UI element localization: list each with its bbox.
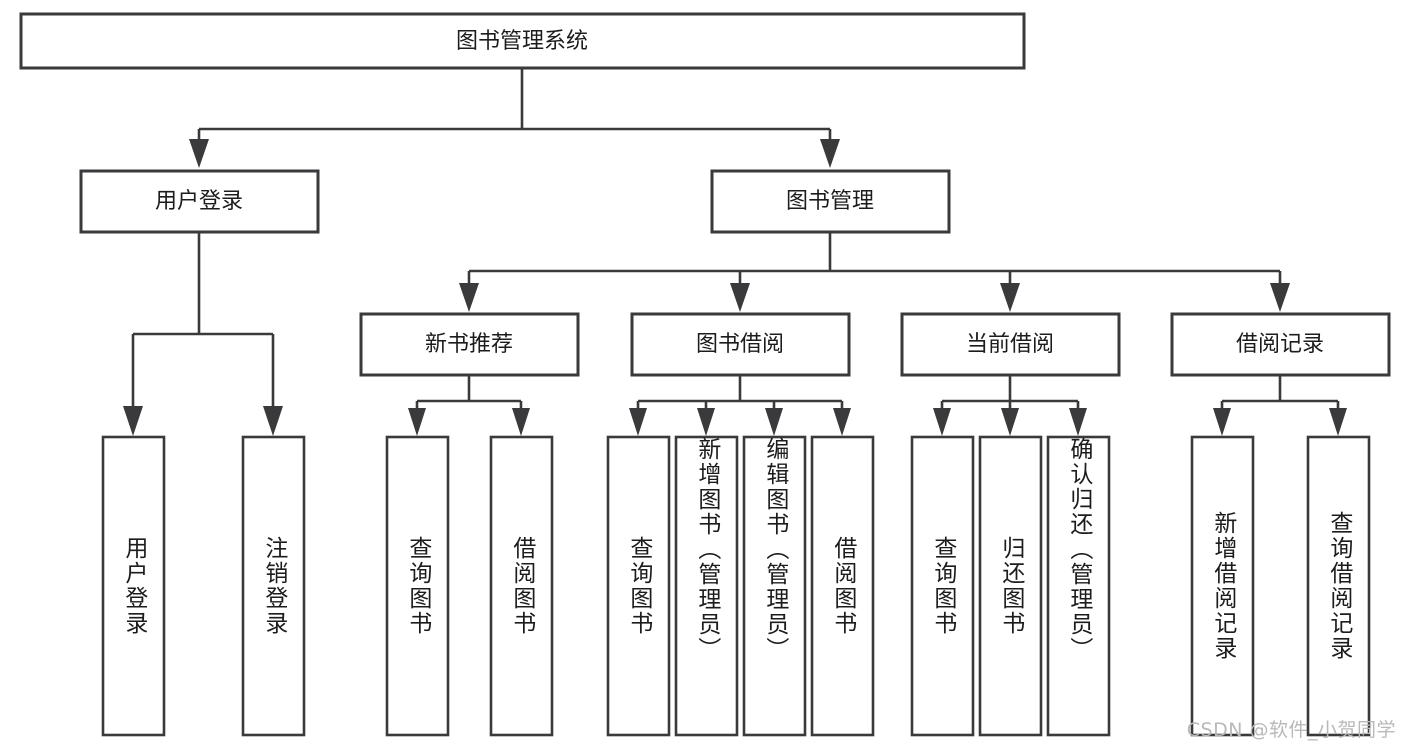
- arrow-to-leaf-nbr-0: [408, 408, 426, 436]
- leaf-box-user-login-1[interactable]: [241, 435, 306, 737]
- arrow-to-leaf-br-1: [1329, 408, 1347, 436]
- leaf-box-cb-0[interactable]: [910, 435, 975, 737]
- arrow-to-leaf-bb-0: [629, 408, 647, 436]
- arrow-to-leaf-nbr-1: [512, 408, 530, 436]
- arrow-to-leaf-cb-2: [1069, 408, 1087, 436]
- user-login-label: 用户登录: [155, 189, 243, 214]
- leaf-box-bb-1[interactable]: [674, 435, 739, 737]
- csdn-watermark: CSDN @软件_小贺同学: [1186, 719, 1396, 741]
- arrow-to-leaf-br-0: [1213, 408, 1231, 436]
- arrow-to-borrow-record: [1270, 283, 1290, 312]
- arrow-to-leaf-user-login-0: [123, 406, 143, 436]
- arrow-to-leaf-cb-1: [1001, 408, 1019, 436]
- node-new-book-recommend[interactable]: 新书推荐: [359, 312, 580, 377]
- borrow-record-box[interactable]: [1170, 312, 1391, 377]
- leaf-box-br-0[interactable]: [1190, 435, 1255, 737]
- arrow-to-user-login: [189, 139, 209, 168]
- leaf-box-nbr-0[interactable]: [385, 435, 450, 737]
- book-manage-label: 图书管理: [786, 189, 874, 214]
- arrow-to-leaf-bb-1: [697, 408, 715, 436]
- arrow-to-leaf-bb-3: [833, 408, 851, 436]
- leaf-box-nbr-1[interactable]: [489, 435, 554, 737]
- book-borrow-label: 图书借阅: [696, 332, 784, 357]
- book-manage-box[interactable]: [710, 169, 951, 234]
- current-borrow-box[interactable]: [900, 312, 1121, 377]
- node-root[interactable]: 图书管理系统: [19, 12, 1026, 70]
- node-book-borrow[interactable]: 图书借阅: [630, 312, 851, 377]
- borrow-record-label: 借阅记录: [1236, 332, 1324, 357]
- leaf-box-br-1[interactable]: [1306, 435, 1371, 737]
- node-borrow-record[interactable]: 借阅记录: [1170, 312, 1391, 377]
- book-borrow-box[interactable]: [630, 312, 851, 377]
- arrow-to-leaf-user-login-1: [263, 406, 283, 436]
- arrow-to-book-manage: [820, 139, 840, 168]
- arrow-to-current-borrow: [1000, 283, 1020, 312]
- arrow-to-leaf-cb-0: [933, 408, 951, 436]
- arrow-to-leaf-bb-2: [765, 408, 783, 436]
- leaf-box-cb-2[interactable]: [1046, 435, 1111, 737]
- leaf-box-bb-0[interactable]: [606, 435, 671, 737]
- arrow-to-book-borrow: [730, 283, 750, 312]
- current-borrow-label: 当前借阅: [966, 332, 1054, 357]
- arrow-to-new-book-recommend: [459, 283, 479, 312]
- root-label: 图书管理系统: [456, 29, 588, 54]
- root-box[interactable]: [19, 12, 1026, 70]
- node-current-borrow[interactable]: 当前借阅: [900, 312, 1121, 377]
- leaf-box-bb-3[interactable]: [810, 435, 875, 737]
- new-book-recommend-label: 新书推荐: [425, 332, 513, 357]
- new-book-recommend-box[interactable]: [359, 312, 580, 377]
- leaf-box-user-login-0[interactable]: [101, 435, 166, 737]
- leaf-box-bb-2[interactable]: [742, 435, 807, 737]
- node-user-login[interactable]: 用户登录: [79, 169, 320, 234]
- leaf-box-cb-1[interactable]: [978, 435, 1043, 737]
- node-book-manage[interactable]: 图书管理: [710, 169, 951, 234]
